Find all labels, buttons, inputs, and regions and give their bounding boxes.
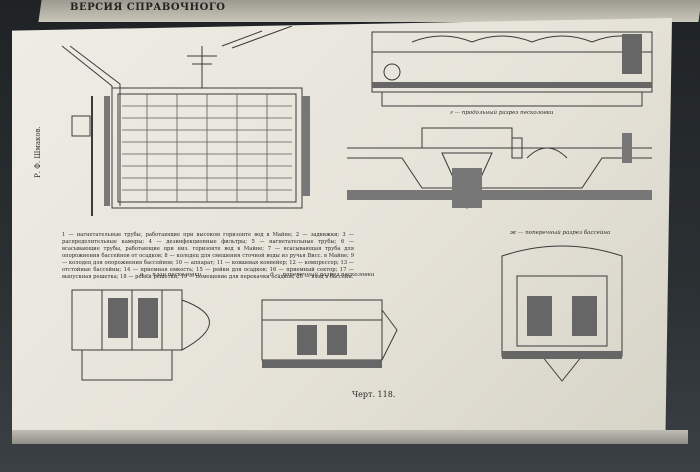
plan-label: в — план песколовки xyxy=(140,272,202,278)
longitudinal-section-drawing xyxy=(371,31,653,107)
page-stack-edge xyxy=(12,430,688,444)
book-page: Р. Ф. Шмаков. xyxy=(12,18,672,440)
basin-cross-section-drawing xyxy=(501,245,623,382)
cross-section-a-label: д — поперечный разрез песколовки xyxy=(270,272,375,278)
plan-view-drawing xyxy=(71,289,210,381)
cross-section-a-drawing xyxy=(261,299,398,368)
figure-caption: 1 — нагнетательные трубы, работающие при… xyxy=(62,232,354,280)
cross-section-b-label: ж — поперечный разрез бассейна xyxy=(510,230,611,236)
sand-trap-section-drawing xyxy=(347,127,652,210)
previous-page-title: ВЕРСИЯ СПРАВОЧНОГО xyxy=(70,2,226,13)
author-running-head: Р. Ф. Шмаков. xyxy=(34,126,42,178)
longitudinal-label: г — продольный разрез песколовки xyxy=(450,110,554,116)
plan-drawing xyxy=(61,26,310,216)
chart-number: Черт. 118. xyxy=(352,390,396,399)
